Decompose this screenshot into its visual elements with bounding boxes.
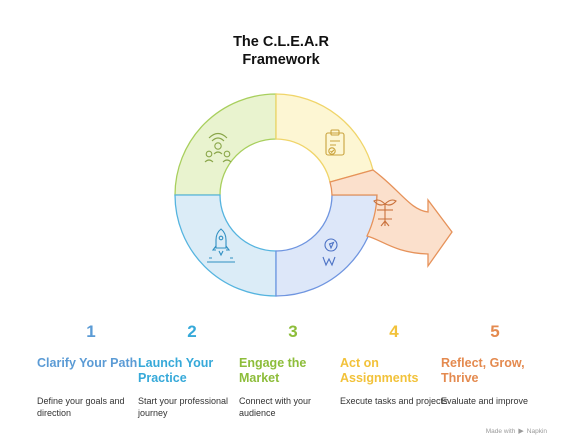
clipboard-check-icon [325,129,345,156]
step-launch: 2 Launch Your Practice Start your profes… [138,322,246,419]
step-number: 2 [187,322,197,341]
rocket-icon [207,228,235,263]
made-with-footer: Made with ▶ Napkin [485,427,547,436]
step-reflect: 5 Reflect, Grow, Thrive Evaluate and imp… [441,322,549,408]
title-line-1: The C.L.E.A.R [233,34,329,50]
step-heading: Engage the Market [239,356,307,385]
step-number: 1 [86,322,96,341]
people-network-icon [204,132,232,163]
step-description: Start your professional journey [138,396,229,418]
step-number: 3 [288,322,298,341]
napkin-logo-icon: ▶ [518,428,524,435]
step-clarify: 1 Clarify Your Path Define your goals an… [37,322,145,419]
sprout-icon [373,199,397,227]
step-number: 5 [490,322,500,341]
compass-icon [322,238,338,267]
step-description: Connect with your audience [239,396,312,418]
step-heading: Reflect, Grow, Thrive [441,356,525,385]
segment-clarify [174,93,277,196]
title-line-2: Framework [242,52,320,68]
footer-text: Made with [485,427,516,435]
step-number: 4 [389,322,399,341]
step-description: Execute tasks and projects [340,396,448,406]
footer-brand: Napkin [526,427,547,435]
step-act: 4 Act on Assignments Execute tasks and p… [340,322,448,408]
step-heading: Launch Your Practice [138,356,214,385]
step-heading: Act on Assignments [340,356,419,385]
step-heading: Clarify Your Path [37,356,138,370]
segment-engage [275,194,378,297]
step-engage: 3 Engage the Market Connect with your au… [239,322,347,419]
segment-reflect-arrow [329,169,453,269]
page-title: The C.L.E.A.R Framework [181,33,381,69]
step-description: Define your goals and direction [37,396,125,418]
segment-act [275,93,374,183]
step-description: Evaluate and improve [441,396,529,406]
